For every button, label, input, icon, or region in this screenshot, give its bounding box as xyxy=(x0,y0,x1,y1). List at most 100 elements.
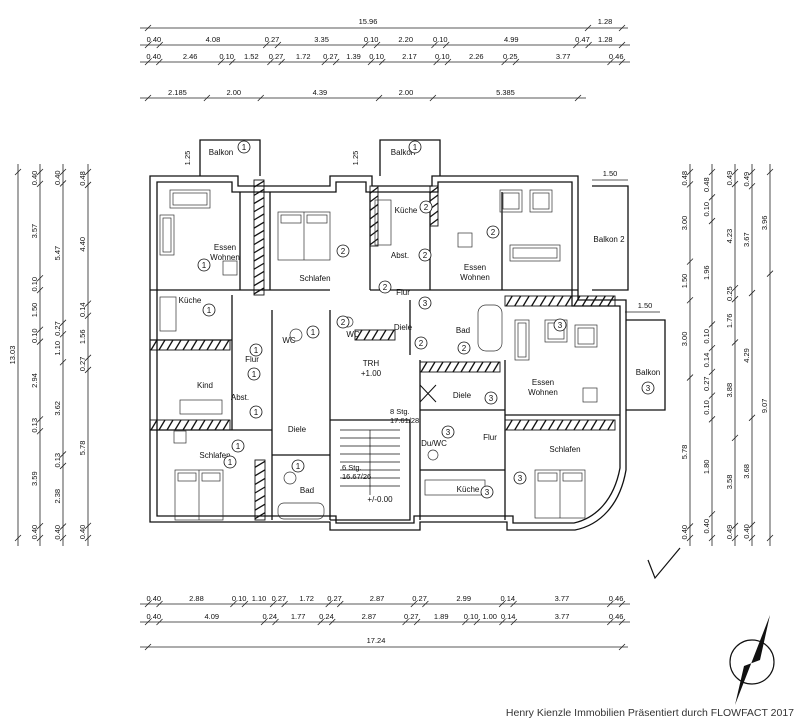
sofa-seat xyxy=(502,192,520,210)
hatch-line xyxy=(182,339,190,351)
unit-number: 3 xyxy=(423,299,428,308)
bottom-row1-label: 2.87 xyxy=(370,594,385,603)
sofa xyxy=(574,324,598,348)
bed xyxy=(179,399,223,415)
dimension-tick xyxy=(442,41,450,49)
table xyxy=(457,232,473,248)
left-col3-label: 5.78 xyxy=(78,441,87,456)
dimension-tick xyxy=(336,600,344,608)
bottom-row1-label: 0.27 xyxy=(327,594,342,603)
room-label-line: +1.00 xyxy=(361,369,382,378)
dimension-tick xyxy=(272,618,279,626)
unit-number: 2 xyxy=(462,344,467,353)
left-col2-label: 0.40 xyxy=(53,170,62,185)
top-row2-label: 0.10 xyxy=(435,52,450,61)
pillow xyxy=(562,472,583,482)
dimension-tick xyxy=(748,534,756,542)
unit-number: 3 xyxy=(646,384,651,393)
hatch-line xyxy=(253,188,265,196)
right-col2-label: 0.10 xyxy=(702,400,711,415)
room-label-line: Abst. xyxy=(231,393,249,402)
hatch-line xyxy=(590,419,598,431)
unit-number-circle xyxy=(202,303,216,317)
right-col3-label: 0.25 xyxy=(725,286,734,301)
top-row2-label: 3.77 xyxy=(556,52,571,61)
room-label-line: Essen xyxy=(532,378,554,387)
sofa xyxy=(169,189,211,209)
top-row1-label: 2.20 xyxy=(398,35,413,44)
dimension-tick xyxy=(156,58,163,66)
dimension-tick xyxy=(618,618,626,626)
top-row1-label: 0.10 xyxy=(433,35,448,44)
dimension-tick xyxy=(708,194,716,201)
hatch-line xyxy=(253,287,265,295)
right-col2-label: 0.27 xyxy=(702,376,711,391)
dimension-tick xyxy=(59,462,67,470)
room-label-line: Diele xyxy=(288,425,307,434)
bottom-row2-label: 4.09 xyxy=(204,612,219,621)
dimension-tick xyxy=(618,24,626,32)
hatch-line xyxy=(369,212,379,220)
dimension-tick xyxy=(262,41,270,49)
dimension-tick xyxy=(59,523,67,530)
hatch-line xyxy=(190,419,198,431)
dimension-tick xyxy=(574,94,582,102)
hatch-line xyxy=(379,329,387,341)
hatch-line xyxy=(573,295,581,307)
right-col1-label: 3.00 xyxy=(680,332,689,347)
dimension-tick xyxy=(444,58,452,66)
top-row1-label: 0.27 xyxy=(265,35,280,44)
sofa xyxy=(544,319,568,343)
room-label-line: Schlafen xyxy=(199,451,230,460)
hatch-line xyxy=(522,295,530,307)
room-label: Schlafen xyxy=(549,445,580,454)
dimension-tick xyxy=(36,274,44,282)
left-col3-label: 0.27 xyxy=(78,357,87,372)
right-col1-label: 0.48 xyxy=(680,171,689,186)
top-row2-label: 2.46 xyxy=(183,52,198,61)
bottom-row2-label: 1.00 xyxy=(482,612,497,621)
hatch-line xyxy=(531,419,539,431)
hatched-wall xyxy=(369,185,379,247)
hatch-line xyxy=(514,295,522,307)
sofa xyxy=(499,189,523,213)
dimension-tick xyxy=(584,24,592,32)
hatch-line xyxy=(581,295,589,307)
stair-lower-steps: 6 Stg. xyxy=(342,463,362,472)
hatch-line xyxy=(468,361,476,373)
room-label: Flur xyxy=(396,288,410,297)
hatch-line xyxy=(369,195,379,203)
top-total-label: 15.96 xyxy=(359,17,378,26)
unit-number: 2 xyxy=(383,283,388,292)
dimension-tick xyxy=(618,643,626,651)
pillow xyxy=(306,214,328,224)
dimension-tick xyxy=(731,168,739,176)
dimension-tick xyxy=(230,600,237,608)
dimension-tick xyxy=(325,600,333,608)
left-col2-label: 5.47 xyxy=(53,246,62,261)
hatched-wall xyxy=(354,329,396,341)
hatch-line xyxy=(531,295,539,307)
hatch-line xyxy=(505,419,513,431)
unit-number-circle xyxy=(378,280,392,294)
unit-number-circle xyxy=(336,315,350,329)
hatch-line xyxy=(522,419,530,431)
left-col1-label: 0.10 xyxy=(30,328,39,343)
dimension-tick xyxy=(618,41,626,49)
sofa-seat xyxy=(512,247,558,259)
room-label-line: TRH xyxy=(363,359,380,368)
hatch-line xyxy=(607,295,615,307)
hatch-line xyxy=(387,329,395,341)
hatch-line xyxy=(253,213,265,221)
bathtub xyxy=(277,502,325,520)
room-label: Diele xyxy=(394,323,413,332)
dimension-tick xyxy=(708,344,716,352)
hatch-line xyxy=(429,218,439,226)
sofa-seat xyxy=(172,192,208,206)
top-total-right-label: 1.28 xyxy=(598,17,613,26)
pillow xyxy=(177,472,197,482)
dimension-tick xyxy=(84,168,92,176)
top-row2-label: 0.46 xyxy=(609,52,624,61)
unit-number: 3 xyxy=(489,394,494,403)
table xyxy=(173,430,187,444)
